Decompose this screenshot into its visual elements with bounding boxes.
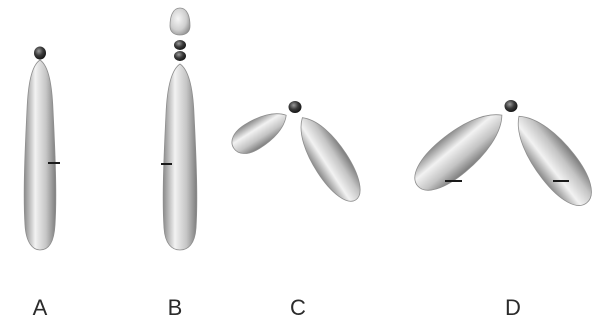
chromosome-a (24, 47, 60, 251)
chromosome-c-short-arm (226, 103, 293, 160)
chromosome-b-long-arm (163, 64, 197, 250)
chromosome-d-centromere (505, 100, 518, 112)
chromosome-c-long-arm (288, 108, 370, 209)
chromosome-b-satellite (170, 8, 190, 35)
chromosome-b (161, 8, 197, 250)
chromosome-a-centromere (34, 47, 46, 60)
chromosome-d (405, 100, 595, 215)
label-b: B (168, 297, 183, 319)
label-a: A (33, 297, 48, 319)
label-c: C (290, 297, 306, 319)
chromosome-a-long-arm (24, 60, 56, 250)
chromosome-d-left-arm (405, 100, 515, 201)
chromosome-b-lower-centromere (174, 51, 186, 61)
chromosome-b-upper-centromere (174, 40, 186, 50)
label-d: D (505, 297, 521, 319)
chromosome-c-centromere (289, 101, 302, 113)
chromosome-c (226, 101, 370, 209)
chromosome-d-right-arm (503, 104, 595, 215)
